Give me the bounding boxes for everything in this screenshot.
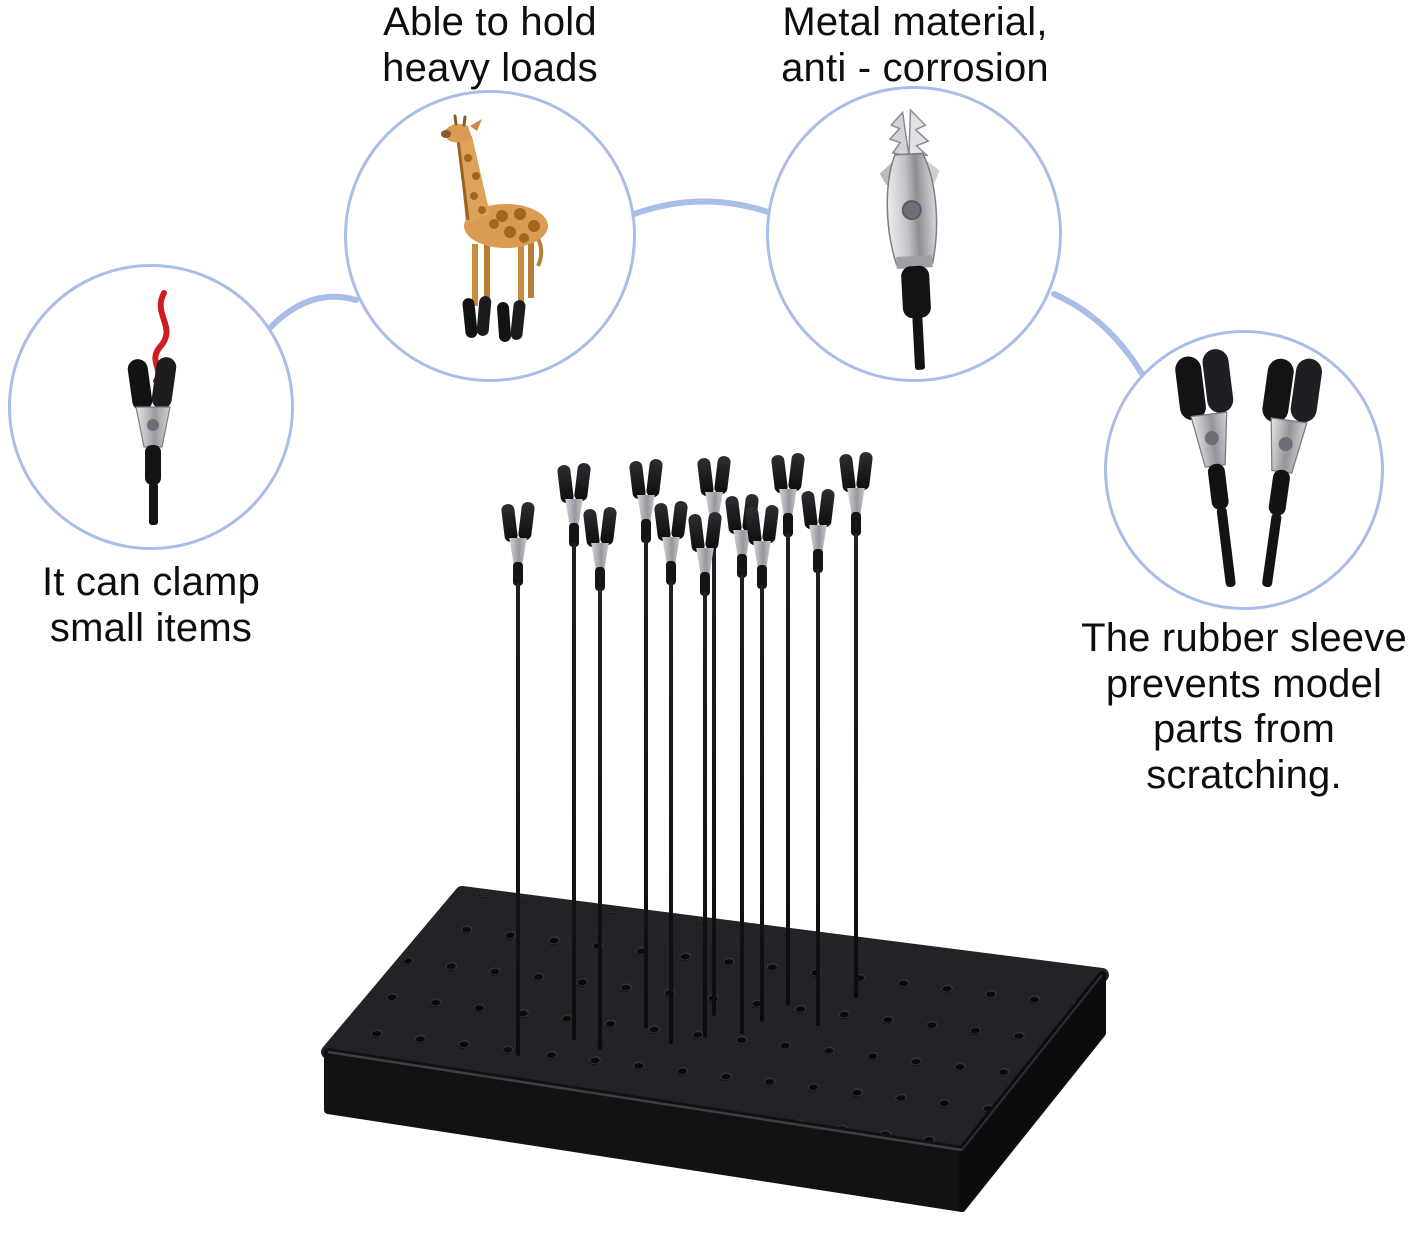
- clip-metal-body: [565, 499, 583, 525]
- clip-ferrule: [813, 549, 823, 573]
- clip-rubber-tip-icon: [770, 454, 789, 494]
- clip-rubber-tip-icon: [599, 506, 618, 546]
- clip-rubber-tip-icon: [704, 511, 723, 551]
- clip-rubber-tip-icon: [653, 502, 672, 542]
- caption-clamp-small-items: It can clamp small items: [41, 560, 261, 650]
- stick-rod: [669, 581, 673, 1044]
- clip-rubber-tip-icon: [628, 460, 647, 500]
- callout-circle-clamp-small-items: [8, 264, 294, 550]
- clip-stick: [582, 506, 618, 1050]
- clip-stick: [770, 452, 806, 1006]
- clip-stick: [744, 504, 780, 1022]
- stick-rod: [644, 539, 648, 1028]
- clip-ferrule: [700, 572, 710, 596]
- clip-metal-body: [847, 488, 865, 514]
- clip-rubber-tip-icon: [800, 490, 819, 530]
- stick-rod: [786, 533, 790, 1006]
- clip-metal-body: [591, 543, 609, 569]
- clip-metal-body: [809, 525, 827, 551]
- clip-rubber-tip-icon: [517, 501, 536, 541]
- rubber-sleeve-clips-icon: [1175, 349, 1322, 588]
- stick-rod: [816, 569, 820, 1026]
- stick-rod: [760, 585, 764, 1022]
- clip-ferrule: [851, 512, 861, 536]
- clip-stick: [628, 458, 664, 1028]
- clip-rubber-tip-icon: [500, 503, 519, 543]
- clip-rubber-tip-icon: [645, 458, 664, 498]
- clip-metal-body: [705, 492, 723, 518]
- clip-rubber-tip-icon: [724, 495, 743, 535]
- clip-rubber-tip-icon: [687, 513, 706, 553]
- stick-rod: [572, 543, 576, 1040]
- clip-stick: [838, 451, 874, 998]
- stick-rod: [712, 536, 716, 1016]
- clip-rubber-tip-icon: [556, 464, 575, 504]
- clip-stick: [653, 500, 689, 1044]
- clip-stick: [724, 493, 760, 1034]
- clip-ferrule: [666, 561, 676, 585]
- clip-stick: [687, 511, 723, 1038]
- clip-rubber-tip-icon: [744, 506, 763, 546]
- stick-rod: [598, 587, 602, 1050]
- callout-circle-heavy-loads: [344, 90, 636, 382]
- clip-rubber-tip-icon: [696, 457, 715, 497]
- caption-rubber-sleeve: The rubber sleeve prevents model parts f…: [1081, 616, 1407, 797]
- clip-ferrule: [783, 513, 793, 537]
- clip-metal-body: [753, 541, 771, 567]
- clip-rubber-tip-icon: [761, 504, 780, 544]
- clip-ferrule: [641, 519, 651, 543]
- clip-metal-body: [637, 495, 655, 521]
- clip-metal-body: [509, 538, 527, 564]
- caption-metal-material: Metal material, anti - corrosion: [781, 0, 1049, 90]
- stick-rod: [740, 574, 744, 1034]
- clip-stick: [556, 462, 592, 1040]
- clip-rubber-tip-icon: [573, 462, 592, 502]
- clip-metal-body: [733, 530, 751, 556]
- clip-rubber-tip-icon: [855, 451, 874, 491]
- stick-rod: [516, 582, 520, 1056]
- clip-ferrule: [595, 567, 605, 591]
- stick-rod: [703, 592, 707, 1038]
- clip-metal-body: [662, 537, 680, 563]
- callout-circle-metal-material: [766, 86, 1062, 382]
- clip-rubber-tip-icon: [582, 508, 601, 548]
- clip-ferrule: [513, 562, 523, 586]
- clip-rubber-tip-icon: [787, 452, 806, 492]
- clip-rubber-tip-icon: [713, 455, 732, 495]
- clip-metal-body: [779, 489, 797, 515]
- clip-metal-body: [696, 548, 714, 574]
- clip-rubber-tip-icon: [670, 500, 689, 540]
- clip-rubber-tip-icon: [838, 453, 857, 493]
- stick-rod: [854, 532, 858, 998]
- clip-ferrule: [737, 554, 747, 578]
- product-base: [321, 886, 1109, 1212]
- clip-holding-wire-icon: [127, 290, 177, 525]
- clip-ferrule: [757, 565, 767, 589]
- clips-on-giraffe: [462, 296, 526, 342]
- metal-alligator-clip-icon: [879, 108, 940, 370]
- clip-ferrule: [569, 523, 579, 547]
- callout-circle-rubber-sleeve: [1104, 330, 1384, 610]
- giraffe-held-by-clips-icon: [441, 114, 548, 342]
- caption-heavy-loads: Able to hold heavy loads: [382, 0, 598, 90]
- clip-stick: [800, 488, 836, 1026]
- clip-stick: [500, 501, 536, 1056]
- clip-rubber-tip-icon: [817, 488, 836, 528]
